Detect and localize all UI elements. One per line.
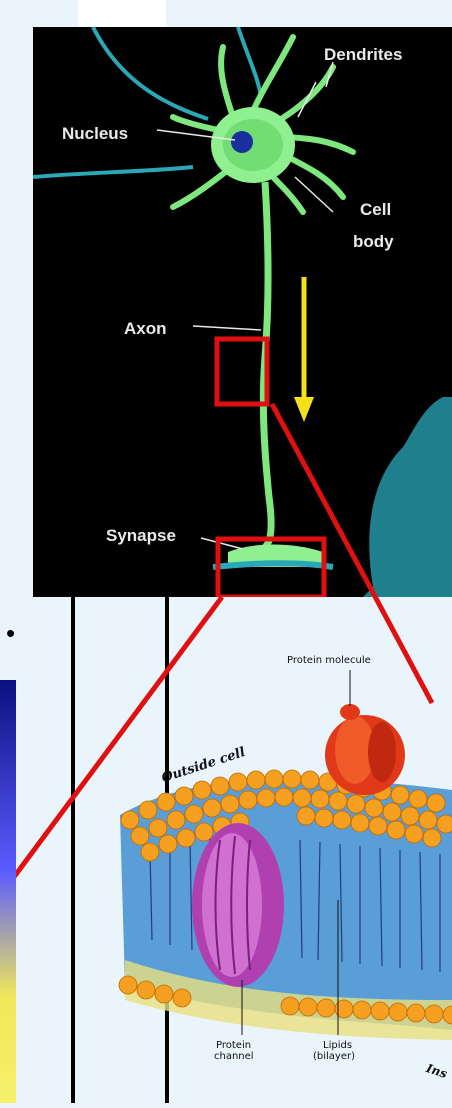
label-lipids-line1: Lipids: [323, 1040, 352, 1051]
label-lipids-line2: (bilayer): [313, 1051, 355, 1062]
membrane-illustration: [110, 640, 452, 1103]
bullet-point: •: [6, 620, 15, 646]
protein-channel-shape: [192, 823, 284, 987]
protein-molecule-shape: [325, 670, 405, 795]
membrane-diagram: Protein molecule Outside cell Protein ch…: [110, 640, 452, 1103]
label-channel-line2: channel: [214, 1051, 254, 1062]
label-protein-line1: Protein: [216, 1040, 251, 1051]
left-partial-image: [0, 680, 16, 1103]
label-protein-molecule: Protein molecule: [287, 655, 371, 666]
